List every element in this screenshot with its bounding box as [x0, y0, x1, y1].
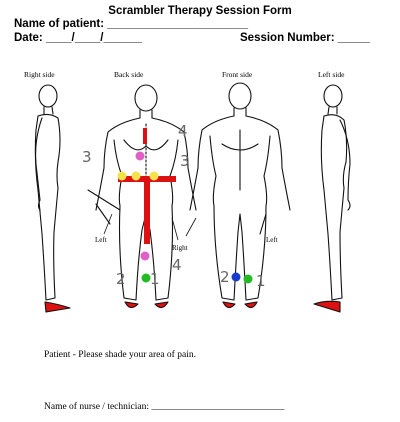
hand-number-3-left: 3 [82, 148, 92, 166]
patient-name-field: Name of patient: ______________________ [14, 18, 248, 30]
hand-number-4-top: 4 [178, 122, 188, 140]
figure-back [87, 84, 197, 309]
label-back-side: Back side [114, 70, 144, 79]
hand-number-3-right: 3 [180, 152, 190, 170]
hand-number-1-front: 1 [256, 272, 266, 290]
session-number-field: Session Number: _____ [240, 32, 370, 44]
label-left-side: Left side [318, 70, 345, 79]
label-left-front: Left [266, 236, 278, 244]
pain-markers [117, 151, 253, 284]
figure-right-side [34, 84, 71, 313]
marker-green-back [141, 273, 151, 283]
marker-pink-back-lower [140, 251, 150, 261]
label-right-back: Right [172, 244, 188, 252]
marker-yellow-back-right [149, 171, 159, 181]
label-left-back: Left [95, 236, 107, 244]
marker-green-front [243, 274, 253, 284]
marker-pink-back-upper [135, 151, 145, 161]
hand-number-1-back: 1 [150, 270, 160, 288]
hand-number-2-back: 2 [116, 270, 126, 288]
date-field: Date: ____/____/______ [14, 32, 142, 44]
figure-left-side [313, 84, 351, 313]
label-right-side: Right side [24, 70, 55, 79]
marker-yellow-back-mid [131, 171, 141, 181]
marker-blue-front [231, 272, 241, 282]
form-title: Scrambler Therapy Session Form [108, 5, 292, 17]
instruction-shade-pain: Patient - Please shade your area of pain… [44, 350, 196, 360]
nurse-name-field: Name of nurse / technician: ____________… [44, 402, 285, 412]
hand-number-4-low: 4 [172, 256, 182, 274]
figure-front [189, 82, 291, 309]
body-diagram: Left Right Left 3 4 3 4 2 1 2 1 [34, 82, 351, 313]
label-front-side: Front side [222, 70, 253, 79]
marker-yellow-back-left [117, 171, 127, 181]
hand-number-2-front: 2 [220, 268, 230, 286]
